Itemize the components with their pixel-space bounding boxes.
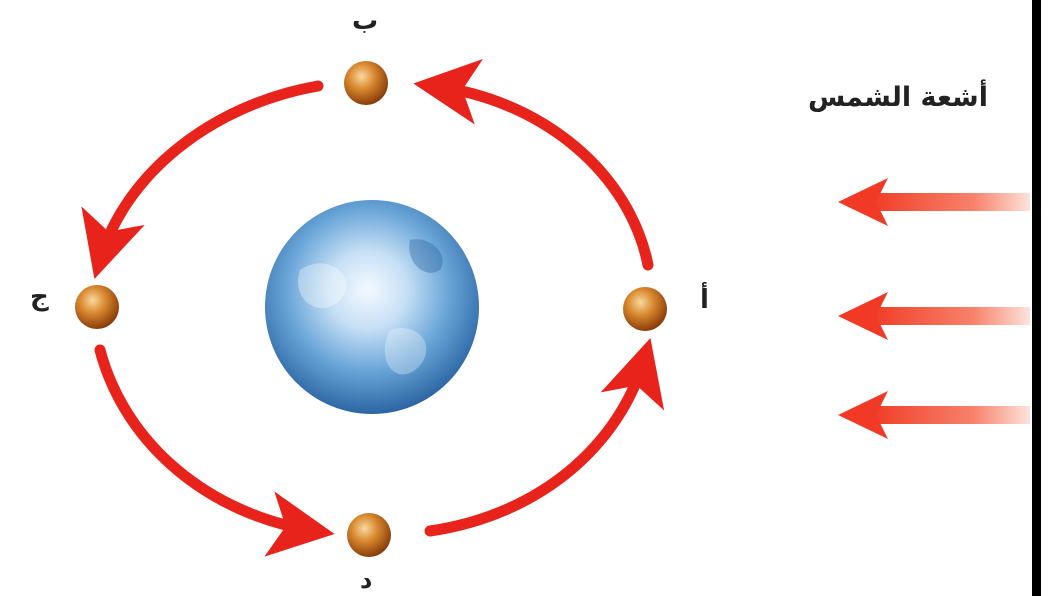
sun-ray-arrow-3 [838, 391, 1030, 439]
sun-ray-arrow-2 [838, 292, 1030, 340]
moon-b-icon [344, 61, 388, 105]
moon-a-icon [623, 287, 667, 331]
orbit-arrow-d-to-a [424, 337, 665, 537]
orbit-arrow-j-to-d [94, 344, 335, 557]
orbit-arrows [81, 59, 665, 557]
sun-ray-arrows [838, 178, 1030, 439]
moon-label-b: ب [352, 6, 379, 36]
earth-icon [265, 200, 479, 414]
moon-label-j: ج [30, 282, 49, 312]
moon-label-d: د [360, 566, 373, 594]
moon-label-a: أ [700, 285, 709, 315]
sun-rays-label: أشعة الشمس [808, 82, 988, 113]
sun-ray-arrow-1 [838, 178, 1030, 226]
moon-d-icon [347, 513, 391, 557]
frame-border [1032, 0, 1041, 596]
moon-j-icon [75, 285, 119, 329]
orbit-arrow-a-to-b [413, 59, 654, 271]
orbit-arrow-b-to-j [81, 80, 324, 279]
